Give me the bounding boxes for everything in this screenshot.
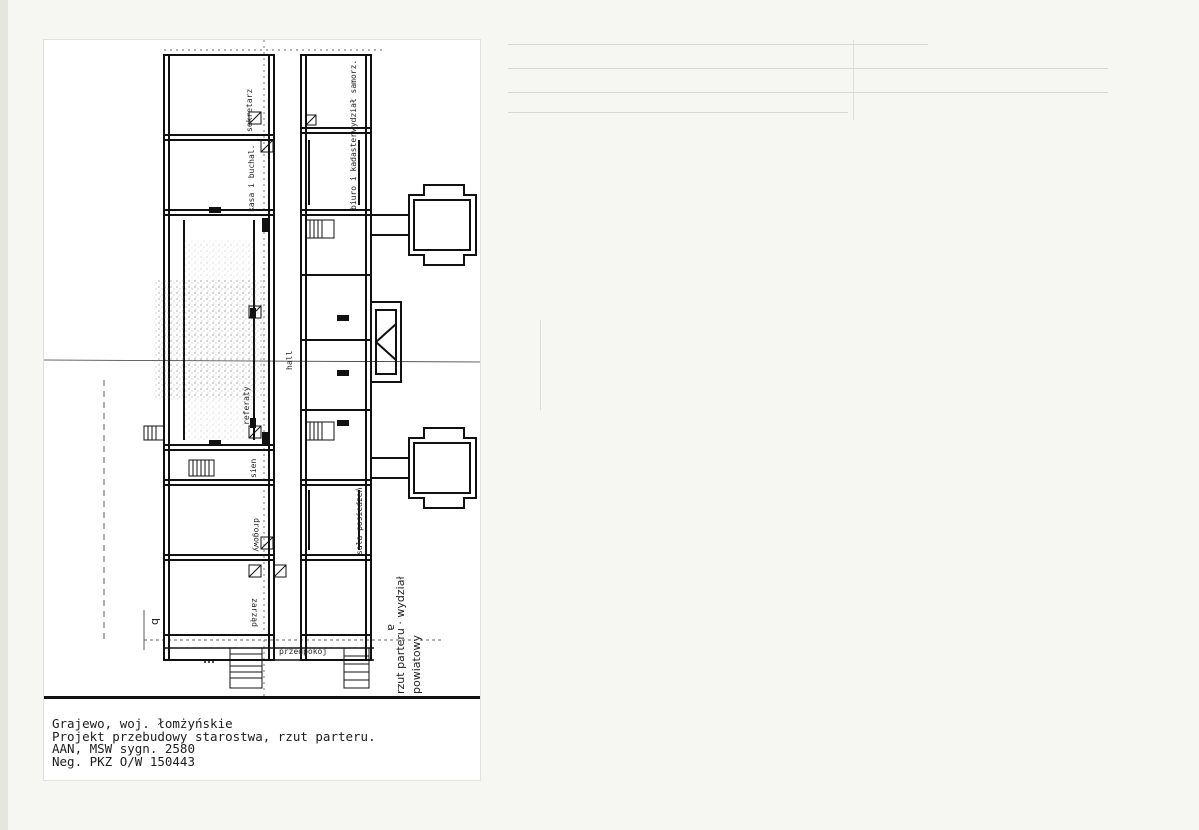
caption-separator <box>44 696 480 699</box>
label-drogowy: drogowy <box>252 518 261 552</box>
label-hall: hall <box>285 351 294 370</box>
floor-plan-svg: sekretarz kasa i buchal. referaty hall s… <box>44 40 480 696</box>
photo-caption: Grajewo, woj. łomżyńskie Projekt przebud… <box>52 716 472 769</box>
label-wydzial-samorz: wydział samorz. <box>349 60 358 132</box>
photo-print: sekretarz kasa i buchal. referaty hall s… <box>44 40 480 780</box>
caption-line-4: Neg. PKZ O/W 150443 <box>52 753 195 769</box>
caption-line-1: Grajewo, woj. łomżyńskie <box>52 716 233 731</box>
caption-line-2: Projekt przebudowy starostwa, rzut parte… <box>52 728 376 744</box>
label-biuro-kadaster: biuro i kadaster <box>349 133 358 210</box>
axis-label-b: b <box>149 618 162 625</box>
caption-line-3: AAN, MSW sygn. 2580 <box>52 741 195 756</box>
label-zarzad: zarząd <box>250 598 259 627</box>
label-kasa-buchal: kasa i buchal. <box>247 145 256 212</box>
faint-bleedthrough-area <box>488 0 1199 830</box>
plan-title-line1: rzut parteru · wydział <box>394 576 407 694</box>
label-sala-posiedzen: sala posiedzeń <box>355 487 364 555</box>
label-referaty: referaty <box>242 386 251 425</box>
label-sien: sien <box>249 459 258 478</box>
label-sekretarz: sekretarz <box>245 88 254 132</box>
plan-title-line2: powiatowy <box>410 634 423 694</box>
label-przedpokoj: przedpokój <box>279 646 327 656</box>
floor-plan-drawing: sekretarz kasa i buchal. referaty hall s… <box>44 40 480 696</box>
axis-label-a: a <box>385 624 398 631</box>
